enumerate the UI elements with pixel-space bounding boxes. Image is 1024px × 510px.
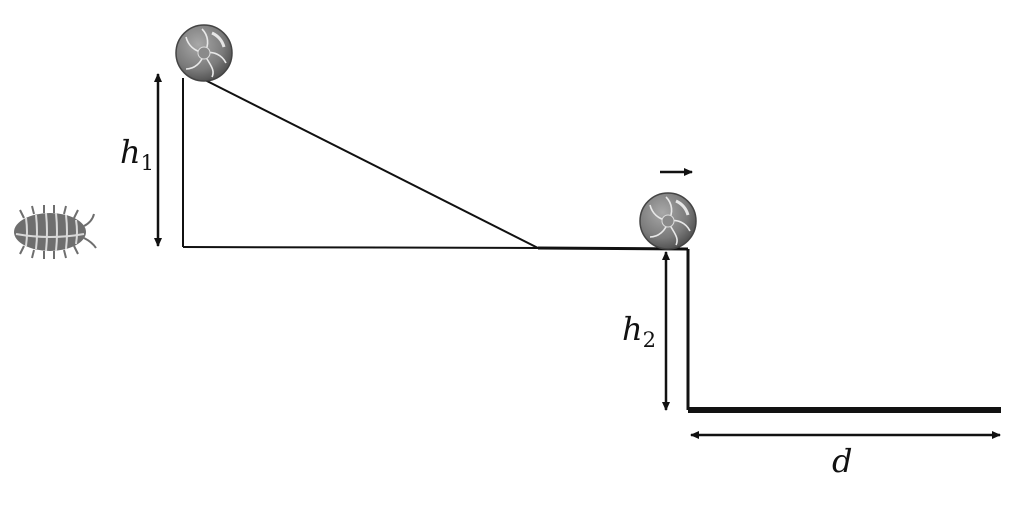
- d-label: d: [832, 442, 852, 480]
- pill-bug-icon: [14, 205, 97, 259]
- h1-label: h1: [120, 133, 154, 175]
- ramp-incline: [204, 79, 539, 249]
- h2-label: h2: [622, 310, 656, 352]
- ramp-base: [182, 246, 539, 249]
- ramp: [182, 78, 539, 249]
- marble-icon: [175, 24, 233, 82]
- marble-icon: [639, 192, 697, 250]
